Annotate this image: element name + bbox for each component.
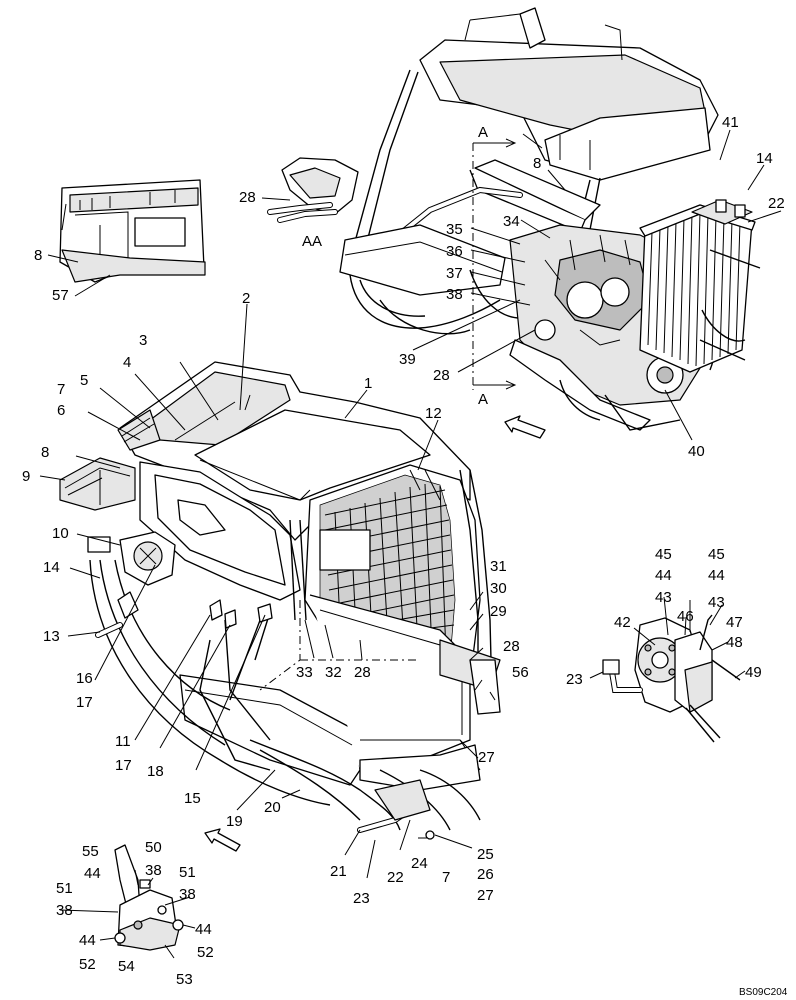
- callout-31: 31: [490, 558, 507, 575]
- callout-20: 20: [264, 799, 281, 816]
- callout-43b: 43: [708, 594, 725, 611]
- callout-7: 7: [57, 381, 65, 398]
- callout-42: 42: [614, 614, 631, 631]
- callout-28d: 28: [503, 638, 520, 655]
- callout-8b: 8: [533, 155, 541, 172]
- callout-44c: 44: [84, 865, 101, 882]
- callout-15: 15: [184, 790, 201, 807]
- compressor-detail: [602, 614, 741, 743]
- callout-19: 19: [226, 813, 243, 830]
- view-marker-aa: AA: [302, 233, 322, 250]
- callout-45: 45: [655, 546, 672, 563]
- callout-25: 25: [477, 846, 494, 863]
- callout-21: 21: [330, 863, 347, 880]
- callout-labels: 8 57 28 AA A A 8 41 14 22 34 35 36 37 38…: [22, 114, 788, 998]
- callout-38c: 38: [179, 886, 196, 903]
- callout-12: 12: [425, 405, 442, 422]
- callout-53: 53: [176, 971, 193, 988]
- callout-55: 55: [82, 843, 99, 860]
- callout-26: 26: [477, 866, 494, 883]
- callout-41: 41: [722, 114, 739, 131]
- callout-3: 3: [139, 332, 147, 349]
- callout-38d: 38: [56, 902, 73, 919]
- callout-8: 8: [34, 247, 42, 264]
- document-code: BS09C204: [739, 987, 788, 998]
- callout-38: 38: [446, 286, 463, 303]
- callout-4: 4: [123, 354, 131, 371]
- callout-30: 30: [490, 580, 507, 597]
- callout-44e: 44: [195, 921, 212, 938]
- engine-assembly: [339, 7, 761, 439]
- callout-51b: 51: [56, 880, 73, 897]
- callout-28: 28: [239, 189, 256, 206]
- callout-54: 54: [118, 958, 135, 975]
- callout-27b: 27: [477, 887, 494, 904]
- leader-lines: [39, 129, 782, 959]
- callout-46: 46: [677, 608, 694, 625]
- callout-9: 9: [22, 468, 30, 485]
- callout-7b: 7: [442, 869, 450, 886]
- callout-48: 48: [726, 634, 743, 651]
- callout-35: 35: [446, 221, 463, 238]
- callout-6: 6: [57, 402, 65, 419]
- callout-43: 43: [655, 589, 672, 606]
- callout-23b: 23: [566, 671, 583, 688]
- callout-51: 51: [179, 864, 196, 881]
- callout-44: 44: [655, 567, 672, 584]
- callout-57: 57: [52, 287, 69, 304]
- callout-56: 56: [512, 664, 529, 681]
- callout-10: 10: [52, 525, 69, 542]
- detail-cab-corner: [59, 179, 206, 283]
- callout-45b: 45: [708, 546, 725, 563]
- callout-50: 50: [145, 839, 162, 856]
- callout-2: 2: [242, 290, 250, 307]
- callout-39: 39: [399, 351, 416, 368]
- callout-44b: 44: [708, 567, 725, 584]
- callout-27: 27: [478, 749, 495, 766]
- callout-22b: 22: [768, 195, 785, 212]
- callout-28c: 28: [354, 664, 371, 681]
- callout-49: 49: [745, 664, 762, 681]
- callout-17b: 17: [115, 757, 132, 774]
- callout-8c: 8: [41, 444, 49, 461]
- callout-33: 33: [296, 664, 313, 681]
- callout-29: 29: [490, 603, 507, 620]
- bracket-detail: [114, 844, 184, 951]
- callout-24: 24: [411, 855, 428, 872]
- callout-37: 37: [446, 265, 463, 282]
- callout-11: 11: [115, 733, 131, 750]
- cab-assembly: [59, 361, 501, 852]
- callout-14b: 14: [756, 150, 773, 167]
- callout-14: 14: [43, 559, 60, 576]
- callout-34: 34: [503, 213, 520, 230]
- section-marker-a-bottom: A: [478, 391, 488, 408]
- callout-23: 23: [353, 890, 370, 907]
- condenser-fins: [647, 211, 741, 367]
- callout-52b: 52: [197, 944, 214, 961]
- callout-18: 18: [147, 763, 164, 780]
- callout-44d: 44: [79, 932, 96, 949]
- callout-40: 40: [688, 443, 705, 460]
- detail-aa: [267, 157, 359, 223]
- callout-1: 1: [364, 375, 372, 392]
- callout-52: 52: [79, 956, 96, 973]
- section-marker-a-top: A: [478, 124, 488, 141]
- callout-13: 13: [43, 628, 60, 645]
- callout-5: 5: [80, 372, 88, 389]
- callout-36: 36: [446, 243, 463, 260]
- callout-38b: 38: [145, 862, 162, 879]
- callout-16: 16: [76, 670, 93, 687]
- callout-22: 22: [387, 869, 404, 886]
- callout-32: 32: [325, 664, 342, 681]
- callout-47: 47: [726, 614, 743, 631]
- callout-17: 17: [76, 694, 93, 711]
- callout-28b: 28: [433, 367, 450, 384]
